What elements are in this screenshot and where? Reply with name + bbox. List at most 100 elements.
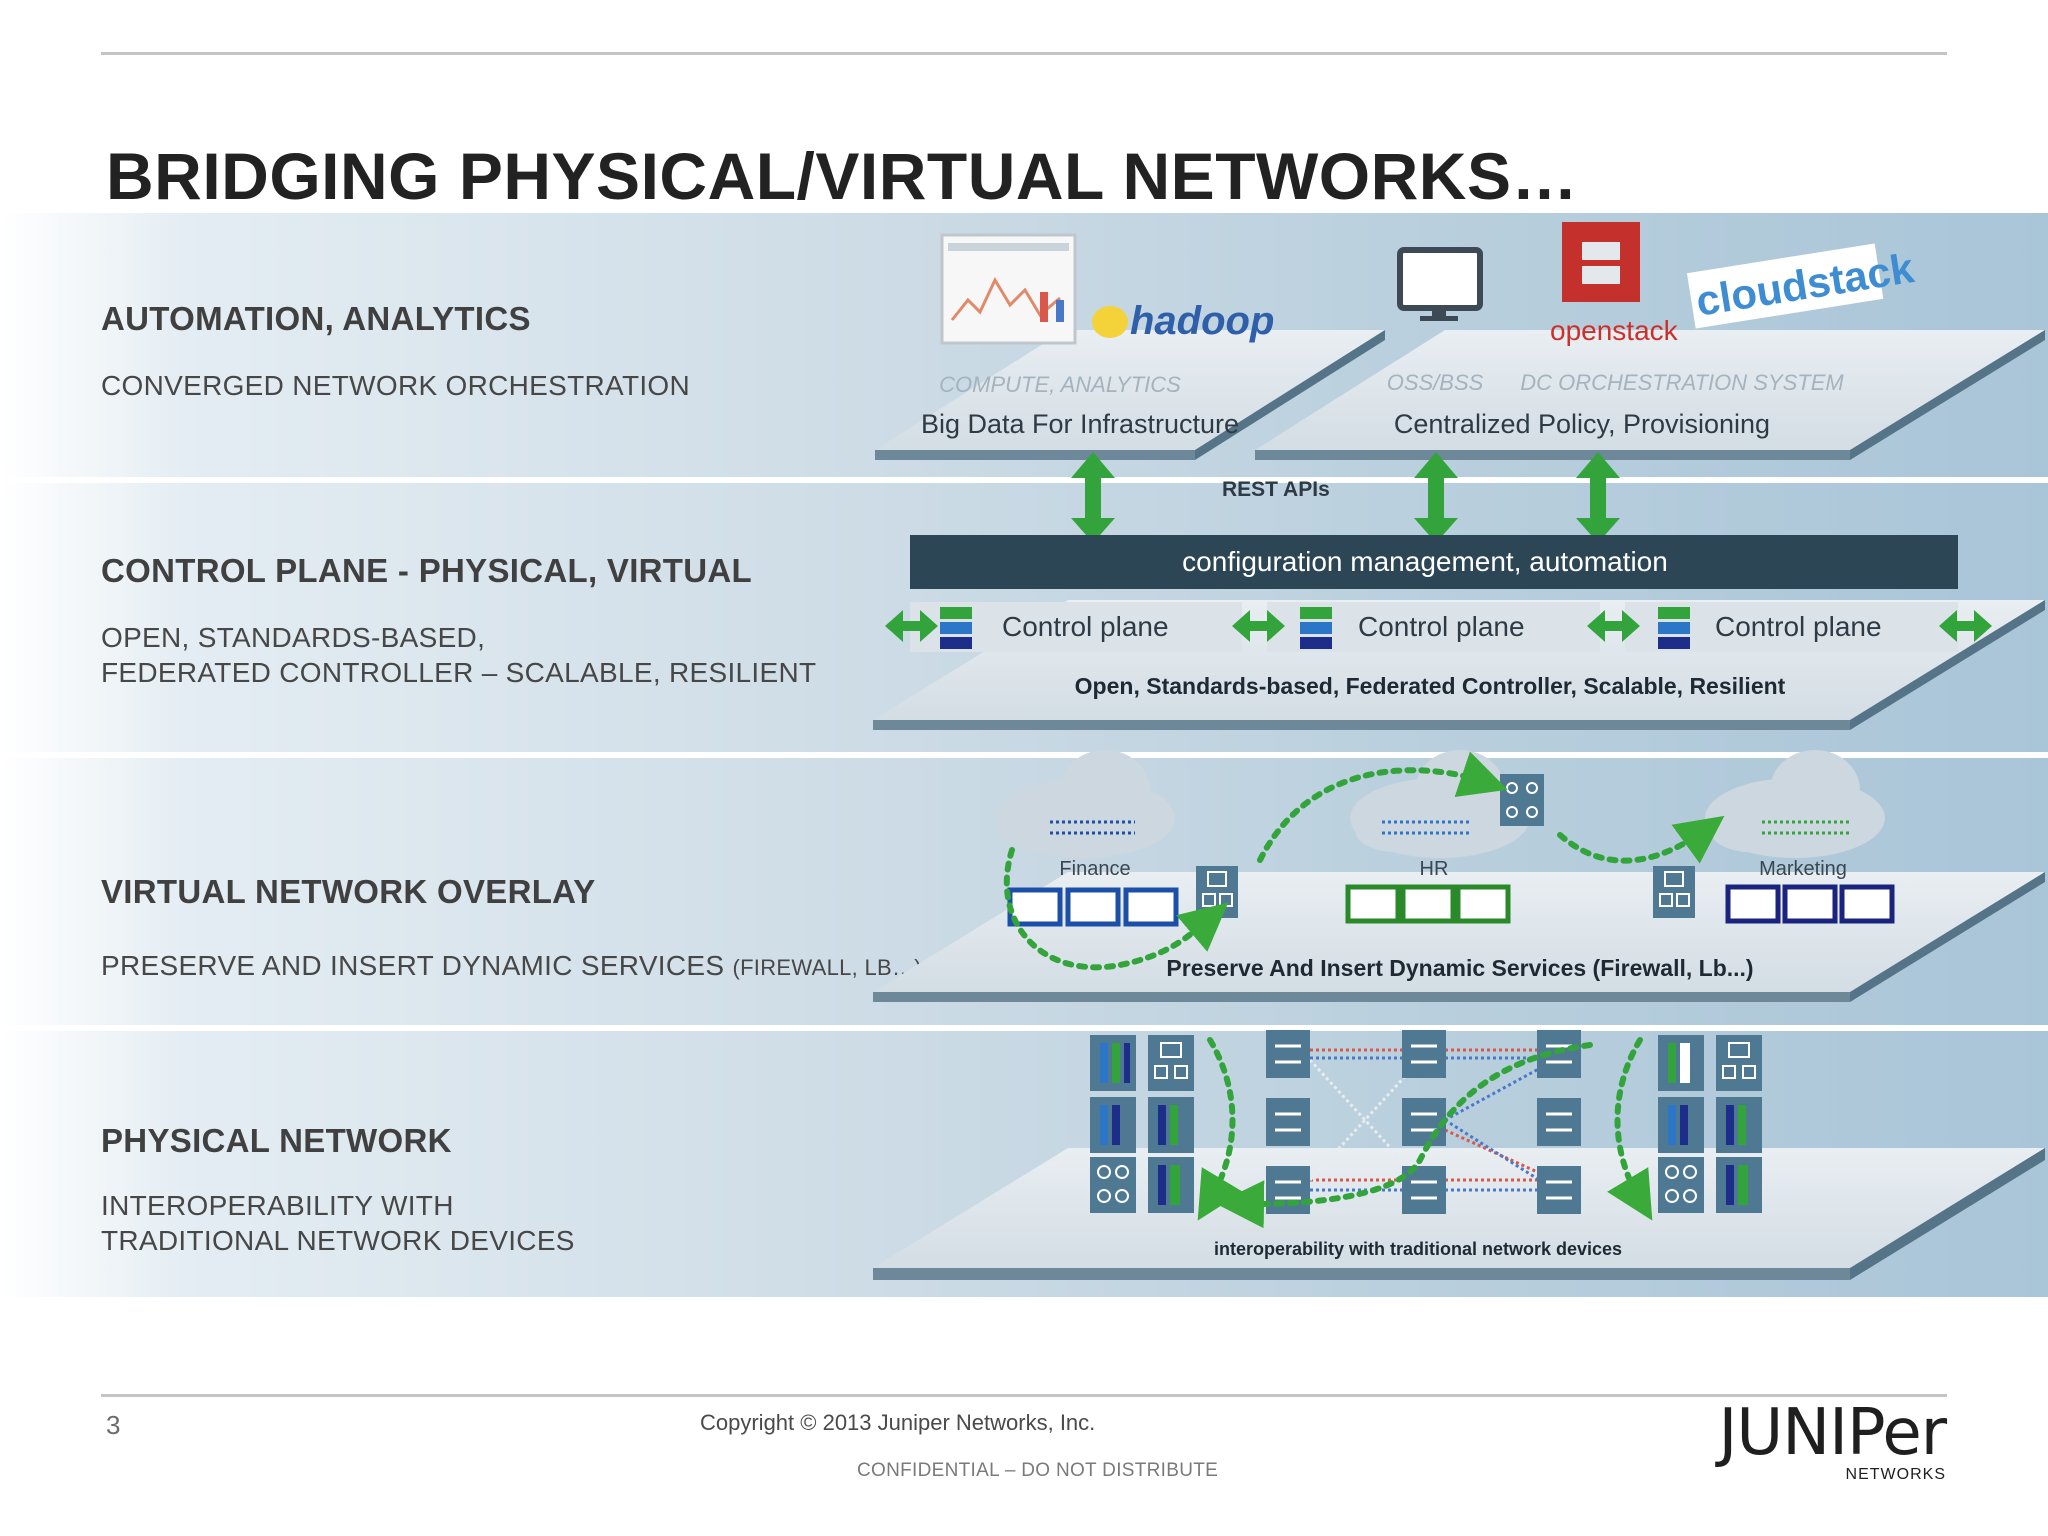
layer-sub-control: OPEN, STANDARDS-BASED, FEDERATED CONTROL… [101,620,816,690]
fabric-links [1308,1048,1556,1192]
vm-icon [1007,887,1063,927]
switch-icon [1537,1098,1581,1146]
layer-heading-physical: PHYSICAL NETWORK [101,1122,452,1159]
overlay-layer: Finance HR Marketing [873,750,2045,1002]
switch-icon [1266,1098,1310,1146]
hadoop-logo-text: hadoop [1130,299,1274,343]
platform-edge [873,720,1850,730]
left-device-stack [1090,1035,1194,1213]
router-icon [1500,774,1544,826]
control-plane-box: Control plane [1267,602,1600,652]
hr-label: HR [1420,858,1449,880]
switch-icon [1402,1098,1446,1146]
double-arrow-icon [1071,452,1115,543]
page-number: 3 [106,1410,121,1440]
marketing-vm-group [1725,884,1895,924]
control-plane-label: Control plane [1715,611,1882,642]
layer-sub-overlay: PRESERVE AND INSERT DYNAMIC SERVICES (FI… [101,948,922,985]
cloud-icon [1705,750,1885,858]
vm-icon [1065,887,1121,927]
vm-icon [1725,884,1781,924]
platform-edge [1195,330,1385,460]
platform-edge [1850,600,2045,730]
cloudstack-logo: cloudstack [1686,243,1918,329]
band-separator [0,1025,2048,1031]
platform-edge [875,450,1195,460]
switch-icon [1266,1030,1310,1078]
double-arrow-icon [885,610,938,642]
control-layer: configuration management, automation Con… [873,535,2045,730]
left-platform [875,330,1385,450]
layer-sub-line: INTEROPERABILITY WITH [101,1190,454,1221]
service-appliance-icon [1196,866,1238,918]
overlay-caption: Preserve And Insert Dynamic Services (Fi… [1166,955,1753,981]
control-plane-box: Control plane [910,602,1242,652]
platform-edge [1850,330,2045,460]
platform-edge [1255,450,1850,460]
layer-sub-automation: CONVERGED NETWORK ORCHESTRATION [101,368,690,403]
layer-sub-line: PRESERVE AND INSERT DYNAMIC SERVICES [101,950,733,981]
platform-edge [1850,872,2045,1002]
bottom-rule [101,1394,1947,1397]
physical-arrows [1197,1037,1653,1229]
double-arrow-icon [1232,610,1285,642]
horizontal-arrows [885,610,1992,642]
hr-vm-group [1345,884,1511,924]
rest-apis-label: REST APIs [1222,478,1330,501]
control-plane-box: Control plane [1625,602,1958,652]
big-data-label: Big Data For Infrastructure [921,409,1239,439]
centralized-policy-label: Centralized Policy, Provisioning [1394,409,1770,439]
finance-label: Finance [1059,858,1130,880]
slide-title: BRIDGING PHYSICAL/VIRTUAL NETWORKS… [106,139,1578,213]
layer-heading-control: CONTROL PLANE - PHYSICAL, VIRTUAL [101,552,752,589]
monitor-icon [1397,247,1483,321]
automation-layer: hadoop openstack cloudstack COMPUTE, ANA… [875,222,2045,460]
vm-groups [1007,884,1895,927]
switch-fabric [1266,1030,1581,1214]
double-arrow-icon [1939,610,1992,642]
hadoop-logo: hadoop [1092,299,1274,343]
juniper-logo-subtext: NETWORKS [1845,1466,1946,1483]
vm-icon [1455,884,1511,924]
confidential-text: CONFIDENTIAL – DO NOT DISTRIBUTE [857,1460,1219,1481]
layer-heading-overlay: VIRTUAL NETWORK OVERLAY [101,873,596,910]
analytics-screenshot [940,233,1077,345]
layer-sub-small: (FIREWALL, LB…) [732,955,922,980]
control-caption: Open, Standards-based, Federated Control… [1075,673,1786,699]
right-device-stack [1658,1035,1762,1213]
vm-icon [1782,884,1838,924]
service-chain-arrows [1003,751,1725,971]
juniper-logo-text: JUNIPer [1718,1396,1947,1470]
layer-sub-line: TRADITIONAL NETWORK DEVICES [101,1225,575,1256]
vm-icon [1123,887,1179,927]
top-rule [101,52,1947,55]
right-platform [1255,330,2045,450]
platform-edge [873,992,1850,1002]
control-plane-label: Control plane [1358,611,1525,642]
layer-sub-line: FEDERATED CONTROLLER – SCALABLE, RESILIE… [101,657,817,688]
vm-icon [1345,884,1401,924]
double-arrow-icon [1587,610,1640,642]
dc-orchestration-caption: DC ORCHESTRATION SYSTEM [1520,370,1844,395]
switch-icon [1266,1166,1310,1214]
juniper-logo: JUNIPer NETWORKS [1690,1396,1947,1484]
double-arrow-icon [1576,452,1620,543]
layer-sub-physical: INTEROPERABILITY WITH TRADITIONAL NETWOR… [101,1188,575,1258]
switch-icon [1402,1030,1446,1078]
switch-icon [1537,1166,1581,1214]
finance-vm-group [1007,887,1179,927]
double-arrow-icon [1414,452,1458,543]
physical-layer: interoperability with traditional networ… [873,1030,2045,1280]
band-separator [0,477,2048,483]
copyright-text: Copyright © 2013 Juniper Networks, Inc. [700,1410,1096,1435]
config-bar-label: configuration management, automation [1182,546,1668,577]
switch-grid [1266,1030,1581,1214]
oss-caption: OSS/BSS [1387,370,1484,395]
clouds [995,750,1885,858]
band-separator [0,752,2048,758]
switch-icon [1537,1030,1581,1078]
vm-icon [1400,884,1456,924]
layer-sub-line: OPEN, STANDARDS-BASED, [101,622,486,653]
